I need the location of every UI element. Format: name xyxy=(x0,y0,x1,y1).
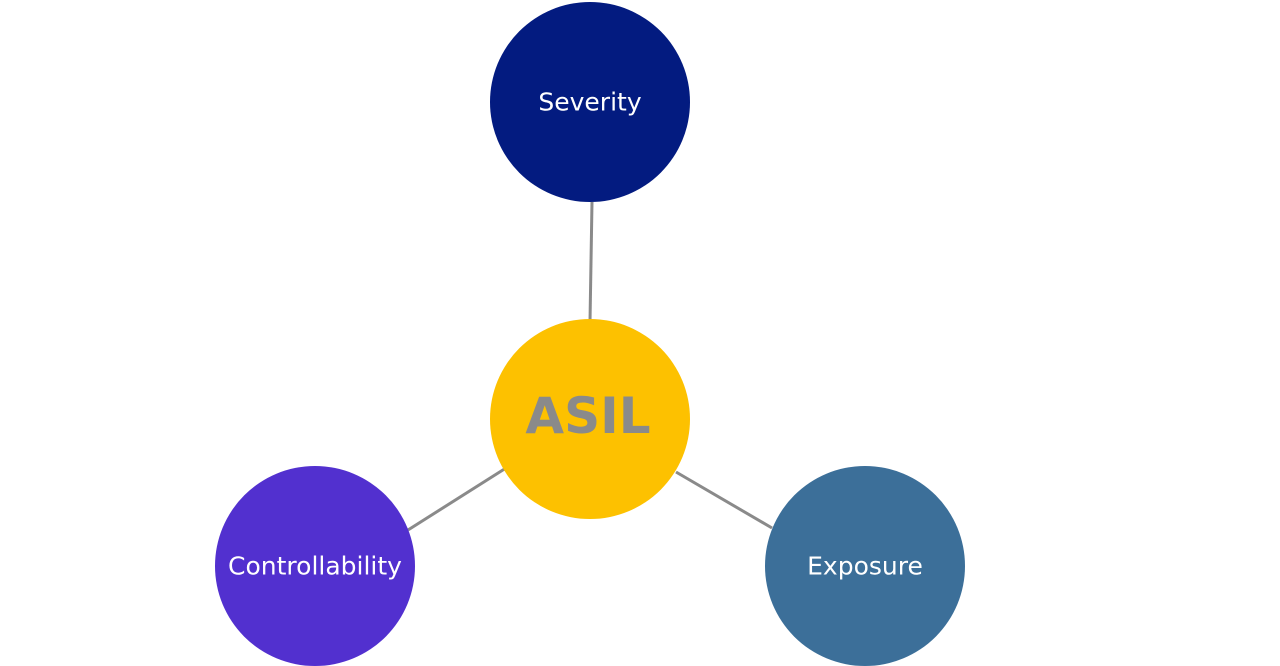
node-controllability: Controllability xyxy=(215,466,415,666)
exposure-label: Exposure xyxy=(807,552,923,581)
node-asil: ASIL xyxy=(490,319,690,519)
connector-severity xyxy=(588,201,594,323)
connector-exposure xyxy=(675,470,773,530)
exposure-circle xyxy=(765,466,965,666)
asil-circle xyxy=(490,319,690,519)
node-exposure: Exposure xyxy=(765,466,965,666)
severity-label: Severity xyxy=(538,88,641,117)
node-severity: Severity xyxy=(490,2,690,202)
connector-controllability xyxy=(407,466,507,532)
asil-label: ASIL xyxy=(525,387,650,445)
controllability-circle xyxy=(215,466,415,666)
severity-circle xyxy=(490,2,690,202)
controllability-label: Controllability xyxy=(228,552,402,581)
